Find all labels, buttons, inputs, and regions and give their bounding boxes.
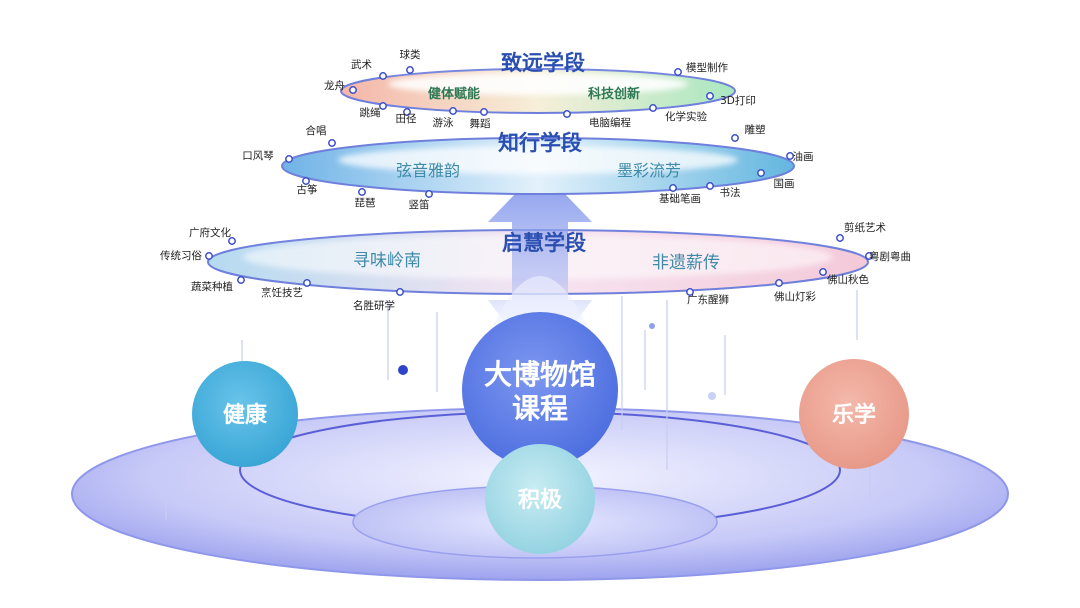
course-node-dot bbox=[669, 184, 677, 192]
course-item-label: 游泳 bbox=[433, 116, 454, 129]
course-item-label: 剪纸艺术 bbox=[844, 221, 886, 234]
course-node-dot bbox=[406, 66, 414, 74]
positive-label: 积极 bbox=[518, 488, 563, 513]
course-node-dot bbox=[674, 68, 682, 76]
course-node-dot bbox=[205, 252, 213, 260]
course-node-dot bbox=[865, 252, 873, 260]
course-item-label: 竖笛 bbox=[409, 198, 430, 211]
theme-bottom-right: 非遗薪传 bbox=[652, 253, 720, 273]
course-node-dot bbox=[731, 134, 739, 142]
course-item-label: 雕塑 bbox=[745, 123, 766, 136]
course-item-label: 蔬菜种植 bbox=[191, 280, 233, 293]
decorative-lines bbox=[165, 290, 871, 520]
course-node-dot bbox=[649, 104, 657, 112]
course-item-label: 田径 bbox=[396, 112, 417, 125]
stage-title-bottom: 启慧学段 bbox=[502, 231, 586, 255]
stage-title-top: 致远学段 bbox=[501, 51, 585, 75]
course-node-dot bbox=[425, 190, 433, 198]
course-item-label: 佛山秋色 bbox=[827, 273, 869, 286]
course-item-label: 佛山灯彩 bbox=[774, 290, 816, 303]
course-node-dot bbox=[228, 237, 236, 245]
course-node-dot bbox=[285, 155, 293, 163]
theme-middle-right: 墨彩流芳 bbox=[617, 161, 681, 180]
course-node-dot bbox=[480, 108, 488, 116]
course-item-label: 广东醒狮 bbox=[687, 293, 729, 306]
positive-circle bbox=[485, 444, 595, 554]
course-item-label: 烹饪技艺 bbox=[261, 286, 303, 299]
course-item-label: 舞蹈 bbox=[470, 118, 491, 130]
course-node-dot bbox=[396, 288, 404, 296]
course-node-dot bbox=[563, 110, 571, 118]
core-circles bbox=[192, 312, 909, 554]
course-item-label: 基础笔画 bbox=[659, 192, 701, 205]
theme-top-left: 健体赋能 bbox=[428, 86, 480, 102]
course-item-label: 国画 bbox=[774, 178, 795, 190]
course-item-label: 油画 bbox=[793, 150, 814, 163]
course-node-dot bbox=[786, 152, 794, 160]
health-circle bbox=[192, 361, 298, 467]
course-node-dot bbox=[449, 107, 457, 115]
theme-top-right: 科技创新 bbox=[588, 86, 640, 102]
course-item-label: 琵琶 bbox=[355, 197, 376, 209]
accent-dot bbox=[649, 323, 655, 329]
stage-title-middle: 知行学段 bbox=[498, 131, 582, 155]
center-title-line1: 大博物馆 bbox=[484, 358, 596, 391]
course-node-dot bbox=[836, 234, 844, 242]
course-item-label: 球类 bbox=[400, 48, 421, 61]
course-item-label: 武术 bbox=[351, 58, 372, 71]
course-node-dot bbox=[349, 86, 357, 94]
course-item-label: 传统习俗 bbox=[160, 249, 202, 262]
ring-top bbox=[340, 68, 736, 114]
accent-dot bbox=[398, 365, 408, 375]
course-item-label: 粤剧粤曲 bbox=[869, 250, 911, 263]
course-node-dot bbox=[302, 177, 310, 185]
theme-bottom-left: 寻味岭南 bbox=[353, 251, 421, 271]
course-node-dot bbox=[379, 102, 387, 110]
course-node-dot bbox=[757, 169, 765, 177]
center-title-line2: 课程 bbox=[512, 392, 568, 425]
course-node-dot bbox=[686, 288, 694, 296]
course-item-label: 口风琴 bbox=[242, 150, 274, 162]
ring-middle bbox=[281, 137, 795, 195]
course-node-dot bbox=[328, 139, 336, 147]
course-item-label: 化学实验 bbox=[665, 110, 707, 123]
course-item-label: 龙舟 bbox=[324, 79, 345, 92]
course-item-label: 跳绳 bbox=[360, 106, 381, 119]
course-node-dot bbox=[237, 276, 245, 284]
course-item-label: 3D打印 bbox=[720, 94, 756, 107]
theme-middle-left: 弦音雅韵 bbox=[396, 161, 460, 180]
joy-learning-label: 乐学 bbox=[832, 402, 876, 428]
course-item-label: 名胜研学 bbox=[353, 299, 395, 312]
course-item-label: 合唱 bbox=[306, 124, 327, 137]
course-node-dot bbox=[706, 182, 714, 190]
course-item-label: 电脑编程 bbox=[589, 116, 631, 129]
accent-dot bbox=[708, 392, 716, 400]
course-node-dot bbox=[358, 188, 366, 196]
course-node-dot bbox=[403, 108, 411, 116]
course-item-label: 广府文化 bbox=[189, 226, 231, 239]
health-label: 健康 bbox=[223, 402, 268, 428]
joy-learning-circle bbox=[799, 359, 909, 469]
course-node-dot bbox=[303, 279, 311, 287]
course-node-dot bbox=[379, 72, 387, 80]
course-node-dot bbox=[775, 279, 783, 287]
museum-course-circle bbox=[462, 312, 618, 468]
course-node-dot bbox=[706, 92, 714, 100]
course-item-label: 模型制作 bbox=[686, 61, 728, 74]
course-item-label: 书法 bbox=[720, 186, 741, 199]
course-item-label: 古筝 bbox=[297, 183, 318, 196]
course-node-dot bbox=[819, 268, 827, 276]
